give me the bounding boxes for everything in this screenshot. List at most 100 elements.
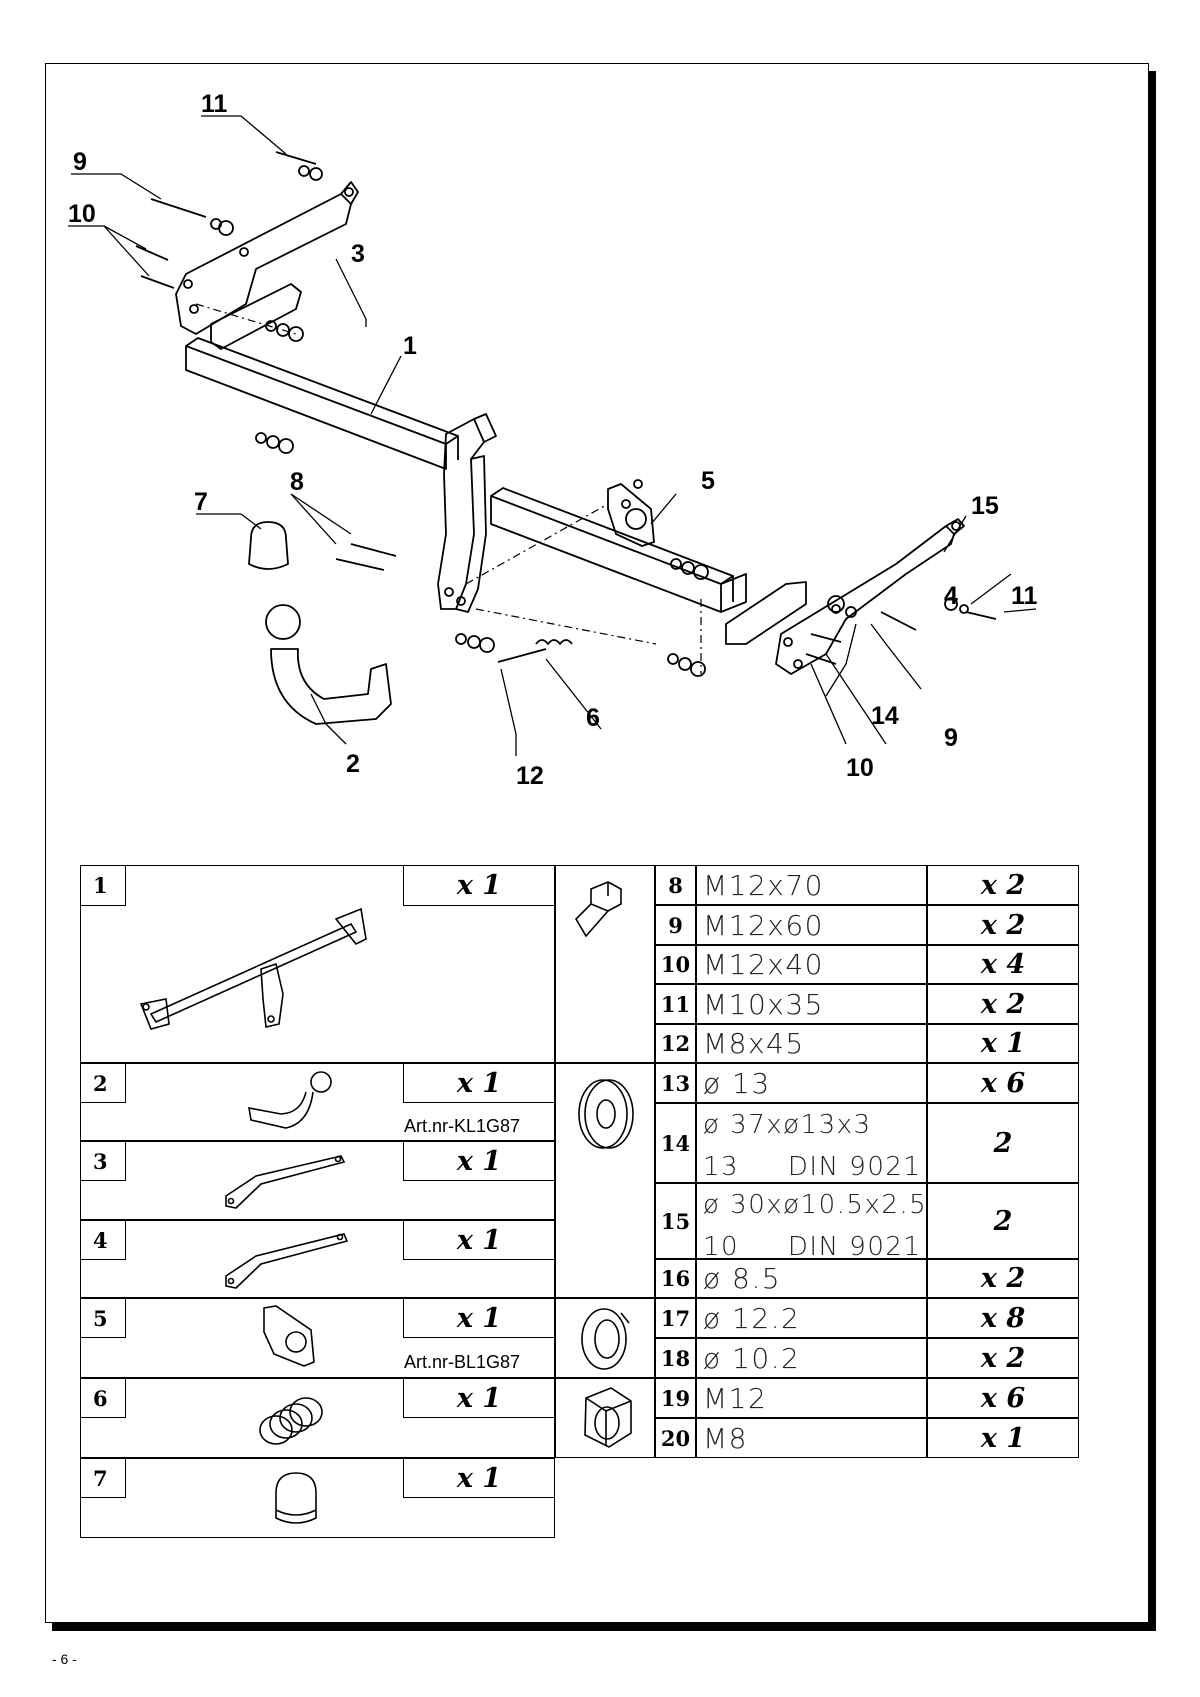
fastener-number: 13 [655, 1063, 696, 1103]
bracket-left [175, 193, 352, 335]
towball-neck [270, 648, 392, 725]
spring-washer-icon [581, 1308, 630, 1370]
center-bracket [437, 418, 485, 610]
part-number: 5 [80, 1298, 126, 1338]
callout-9-right: 9 [944, 724, 958, 752]
fastener-spec-line: ø 37xø13x3 [703, 1110, 872, 1140]
fastener-spec: M12x70 [696, 865, 927, 905]
article-number: Art.nr-KL1G87 [404, 1116, 521, 1136]
fastener-number: 15 [655, 1183, 696, 1259]
fastener-spec: M8 [696, 1418, 927, 1458]
callout-7: 7 [194, 488, 208, 516]
bracket-left-thumbnail [225, 1155, 346, 1209]
fastener-quantity: x 1 [927, 1024, 1079, 1063]
page-frame: 11 9 10 3 1 7 8 5 15 4 11 2 6 12 14 9 10… [45, 63, 1149, 1623]
callout-1: 1 [403, 332, 417, 360]
callout-9-left: 9 [73, 148, 87, 176]
fastener-number: 9 [655, 905, 696, 945]
callout-12: 12 [516, 762, 544, 790]
socket-plate-thumbnail [263, 1305, 315, 1367]
icon-cell-washers [555, 1063, 655, 1298]
fastener-spec: M12x40 [696, 945, 927, 984]
part-quantity: x 1 [403, 1298, 555, 1338]
callout-11-left: 11 [201, 90, 228, 118]
fastener-number: 17 [655, 1298, 696, 1338]
icon-cell-nuts [555, 1378, 655, 1458]
callout-8: 8 [290, 468, 304, 496]
fastener-quantity: x 6 [927, 1378, 1079, 1418]
article-number: Art.nr-BL1G87 [404, 1352, 521, 1372]
fastener-quantity: x 4 [927, 945, 1079, 984]
fastener-number: 16 [655, 1259, 696, 1298]
fastener-quantity: x 2 [927, 1259, 1079, 1298]
bracket-right [775, 525, 955, 675]
towball-thumbnail [248, 1071, 332, 1129]
part-quantity: x 1 [403, 1141, 555, 1181]
fastener-spec: M10x35 [696, 984, 927, 1024]
crossbar-left [185, 345, 447, 470]
fastener-spec: ø 37xø13x3 13 DIN 9021 [696, 1103, 927, 1183]
washer-icon [578, 1079, 634, 1149]
ball-cap [248, 521, 289, 570]
fastener-quantity: x 2 [927, 1338, 1079, 1378]
callout-10-right: 10 [846, 754, 874, 782]
fastener-spec: ø 13 [696, 1063, 927, 1103]
page-number: - 6 - [52, 1651, 77, 1667]
fastener-spec: ø 30xø10.5x2.5 10 DIN 9021 [696, 1183, 927, 1259]
fastener-spec-line: 10 DIN 9021 [703, 1232, 922, 1259]
fastener-quantity: x 2 [927, 865, 1079, 905]
part-quantity: x 1 [403, 1378, 555, 1418]
callout-2: 2 [346, 750, 360, 778]
callout-6: 6 [586, 704, 600, 732]
fastener-spec: M12 [696, 1378, 927, 1418]
part-quantity: x 1 [403, 1458, 555, 1498]
callout-4: 4 [944, 582, 958, 610]
fastener-spec: M12x60 [696, 905, 927, 945]
part-number: 1 [80, 865, 126, 906]
socket-plate [607, 483, 655, 547]
fastener-quantity: x 1 [927, 1418, 1079, 1458]
icon-cell-spring-washers [555, 1298, 655, 1378]
fastener-number: 18 [655, 1338, 696, 1378]
icon-cell-bolts [555, 865, 655, 1063]
fastener-quantity: 2 [927, 1103, 1079, 1183]
fastener-number: 12 [655, 1024, 696, 1063]
callout-3: 3 [351, 240, 365, 268]
callout-15: 15 [971, 492, 999, 520]
bracket-right-thumbnail [225, 1233, 349, 1289]
fastener-number: 14 [655, 1103, 696, 1183]
part-number: 7 [80, 1458, 126, 1498]
fastener-spec: ø 12.2 [696, 1298, 927, 1338]
spring-thumbnail [259, 1397, 323, 1445]
fastener-number: 10 [655, 945, 696, 984]
part-number: 2 [80, 1063, 126, 1103]
fastener-number: 11 [655, 984, 696, 1024]
nut-icon [584, 1387, 632, 1448]
fastener-spec-line: ø 30xø10.5x2.5 [703, 1190, 927, 1220]
fastener-spec: ø 10.2 [696, 1338, 927, 1378]
fastener-spec: ø 8.5 [696, 1259, 927, 1298]
part-number: 3 [80, 1141, 126, 1181]
exploded-assembly-diagram: 11 9 10 3 1 7 8 5 15 4 11 2 6 12 14 9 10 [68, 90, 1038, 790]
fastener-number: 8 [655, 865, 696, 905]
part-quantity: x 1 [403, 865, 555, 906]
callout-14: 14 [871, 702, 899, 730]
fastener-spec: M8x45 [696, 1024, 927, 1063]
callout-11-right: 11 [1011, 582, 1038, 610]
callout-10-left: 10 [68, 200, 96, 228]
fastener-quantity: x 6 [927, 1063, 1079, 1103]
fastener-quantity: x 2 [927, 984, 1079, 1024]
callout-5: 5 [701, 467, 715, 495]
part-quantity: x 1 [403, 1220, 555, 1260]
fastener-spec-line: 13 DIN 9021 [703, 1152, 922, 1182]
fastener-quantity: x 2 [927, 905, 1079, 945]
bolt-icon [574, 881, 622, 938]
part-number: 6 [80, 1378, 126, 1418]
ball-cap-thumbnail [275, 1472, 317, 1524]
crossbar-right [490, 495, 722, 613]
fastener-number: 20 [655, 1418, 696, 1458]
fastener-quantity: 2 [927, 1183, 1079, 1259]
part-quantity: x 1 [403, 1063, 555, 1103]
crossbar-thumbnail [139, 907, 367, 1030]
fastener-quantity: x 8 [927, 1298, 1079, 1338]
